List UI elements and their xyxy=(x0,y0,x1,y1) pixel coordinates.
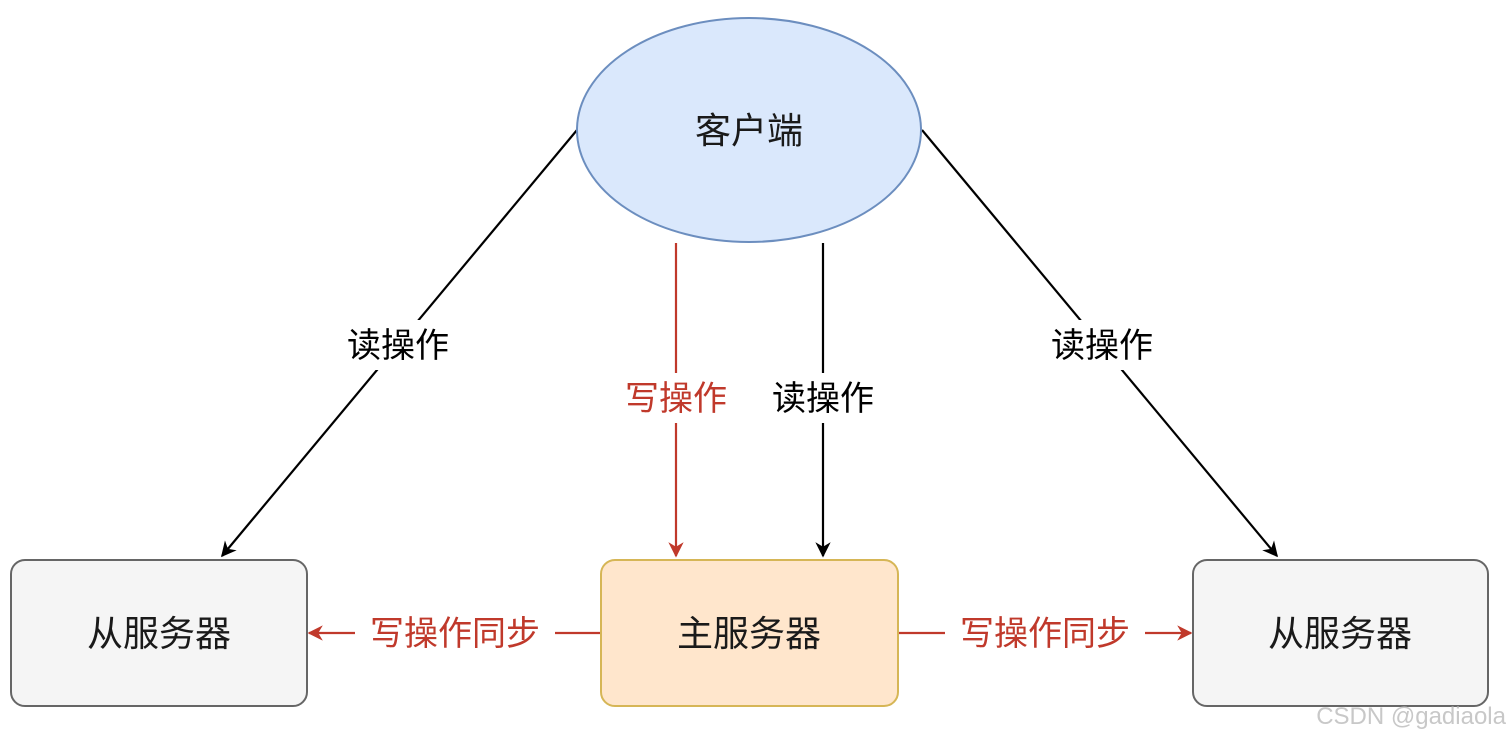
master-server-node: 主服务器 xyxy=(600,559,899,707)
edge-label-sync-right: 写操作同步 xyxy=(945,608,1145,658)
watermark-text: CSDN @gadiaola xyxy=(1316,703,1506,730)
edge-label-read-left: 读操作 xyxy=(336,320,460,370)
slave-right-box-border xyxy=(1192,559,1489,707)
client-ellipse-border xyxy=(576,17,922,243)
slave-server-right-node: 从服务器 xyxy=(1192,559,1489,707)
slave-right-label: 从服务器 xyxy=(1268,614,1412,655)
master-box-border xyxy=(600,559,899,707)
svg-text:写操作: 写操作 xyxy=(625,379,727,419)
master-label: 主服务器 xyxy=(677,614,821,655)
client-label: 客户端 xyxy=(695,111,803,152)
edge-label-read-right: 读操作 xyxy=(1040,320,1164,370)
slave-left-label: 从服务器 xyxy=(87,614,231,655)
svg-text:读操作: 读操作 xyxy=(772,379,874,419)
edge-label-read-master: 读操作 xyxy=(761,373,885,423)
svg-text:读操作: 读操作 xyxy=(1051,326,1153,366)
slave-left-box xyxy=(11,560,307,706)
slave-right-box xyxy=(1193,560,1488,706)
slave-server-left-node: 从服务器 xyxy=(10,559,308,707)
svg-text:写操作同步: 写操作同步 xyxy=(370,614,540,654)
svg-text:读操作: 读操作 xyxy=(347,326,449,366)
client-node: 客户端 xyxy=(576,17,922,243)
master-box xyxy=(601,560,898,706)
edge-label-write-master: 写操作 xyxy=(614,373,738,423)
edge-label-sync-left: 写操作同步 xyxy=(355,608,555,658)
client-ellipse xyxy=(577,18,921,242)
svg-text:写操作同步: 写操作同步 xyxy=(960,614,1130,654)
slave-left-box-border xyxy=(10,559,308,707)
